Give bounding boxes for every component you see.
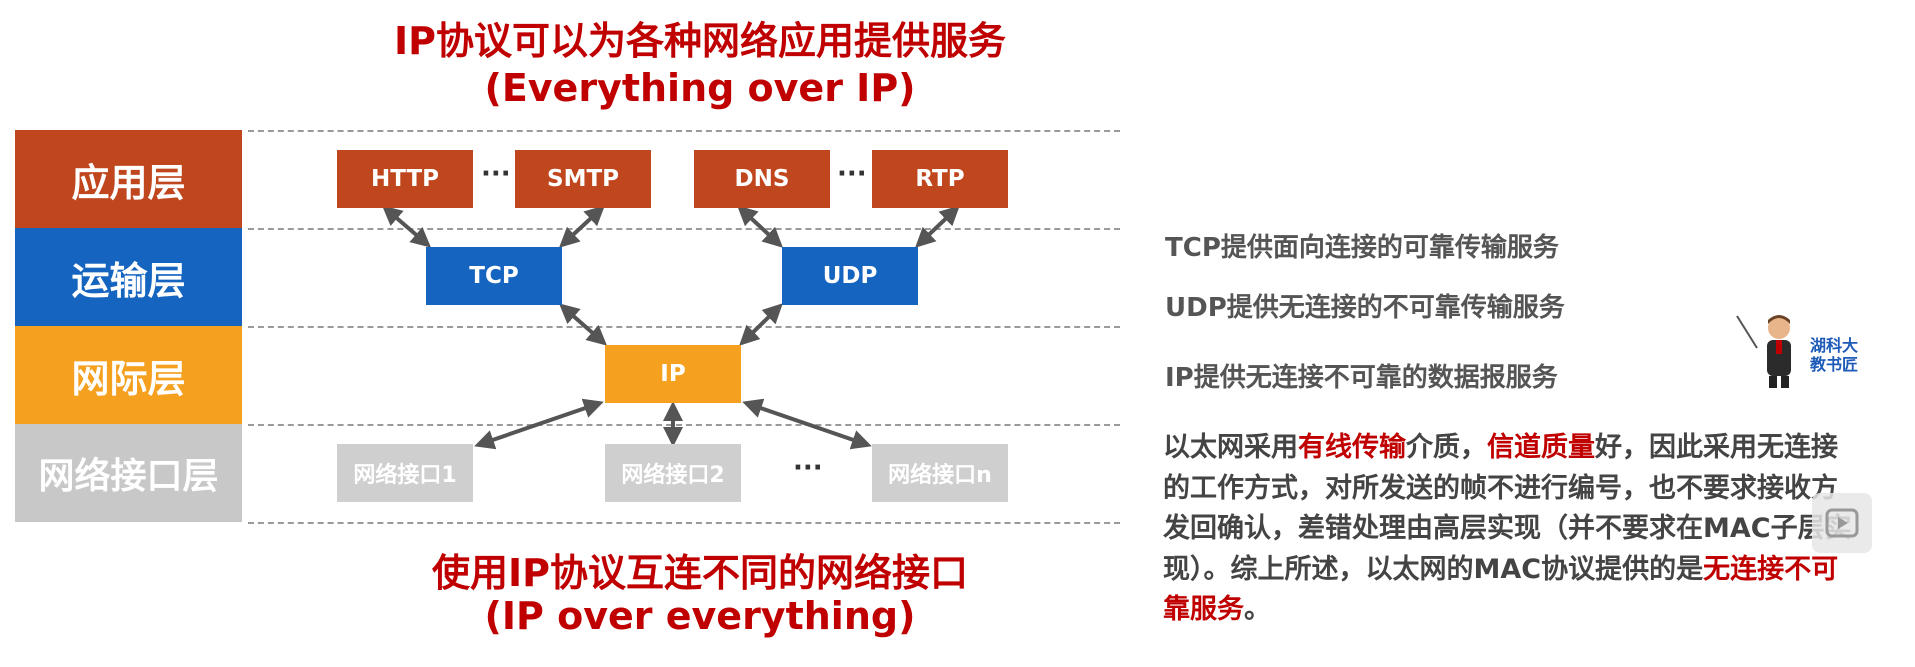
- play-button[interactable]: [1812, 493, 1872, 553]
- avatar-label-line2: 教书匠: [1810, 355, 1859, 374]
- bottom-title-line1: 使用IP协议互连不同的网络接口: [432, 551, 968, 595]
- protocol-ip: IP: [605, 345, 741, 403]
- ellipsis: ···: [481, 159, 511, 189]
- ethernet-paragraph: 以太网采用有线传输介质，信道质量好，因此采用无连接的工作方式，对所发送的帧不进行…: [1163, 428, 1863, 631]
- top-title-line1: IP协议可以为各种网络应用提供服务: [394, 19, 1006, 63]
- arrow-tcp-ip: [558, 303, 608, 346]
- arrow-rtp-udp: [915, 205, 960, 248]
- para-highlight-wired: 有线传输: [1298, 432, 1406, 463]
- avatar-label-line1: 湖科大: [1810, 336, 1859, 355]
- layer-application: 应用层: [15, 130, 242, 228]
- layer-network-interface: 网络接口层: [15, 424, 242, 522]
- para-highlight-service: 无连接不可靠服务: [1163, 553, 1839, 626]
- para-highlight-channel: 信道质量: [1487, 432, 1595, 463]
- teacher-avatar-icon: 湖科大 教书匠: [1735, 310, 1865, 390]
- divider: [248, 424, 1120, 426]
- arrow-ip-ifn: [742, 398, 872, 450]
- para-text: 好，因此采用无连接的工作方式，对所发送的帧不进行编号，也不要求接收方发回确认，差…: [1163, 432, 1852, 585]
- interface-n: 网络接口n: [872, 444, 1008, 502]
- layer-internet: 网际层: [15, 326, 242, 424]
- play-icon: [1825, 508, 1859, 538]
- desc-ip: IP提供无连接不可靠的数据报服务: [1165, 363, 1558, 393]
- arrow-dns-udp: [737, 205, 783, 248]
- ellipsis: ···: [837, 159, 867, 189]
- divider: [248, 522, 1120, 524]
- divider: [248, 228, 1120, 230]
- desc-udp: UDP提供无连接的不可靠传输服务: [1165, 293, 1565, 323]
- divider: [248, 326, 1120, 328]
- arrow-udp-ip: [739, 303, 783, 346]
- protocol-rtp: RTP: [872, 150, 1008, 208]
- protocol-smtp: SMTP: [515, 150, 651, 208]
- protocol-dns: DNS: [694, 150, 830, 208]
- arrow-http-tcp: [381, 205, 432, 248]
- interface-1: 网络接口1: [337, 444, 473, 502]
- para-text: 介质，: [1406, 432, 1487, 463]
- top-title-line2: (Everything over IP): [484, 66, 916, 110]
- layer-transport: 运输层: [15, 228, 242, 326]
- avatar-label: 湖科大 教书匠: [1810, 336, 1858, 374]
- para-text: 。: [1244, 594, 1271, 625]
- divider: [248, 130, 1120, 132]
- arrow-ip-if1: [474, 398, 604, 450]
- bottom-title-line2: (IP over everything): [484, 594, 916, 638]
- ellipsis: ···: [793, 453, 823, 483]
- desc-tcp: TCP提供面向连接的可靠传输服务: [1165, 233, 1559, 263]
- interface-2: 网络接口2: [605, 444, 741, 502]
- protocol-udp: UDP: [782, 247, 918, 305]
- arrow-smtp-tcp: [559, 205, 605, 248]
- para-text: 以太网采用: [1163, 432, 1298, 463]
- protocol-tcp: TCP: [426, 247, 562, 305]
- protocol-http: HTTP: [337, 150, 473, 208]
